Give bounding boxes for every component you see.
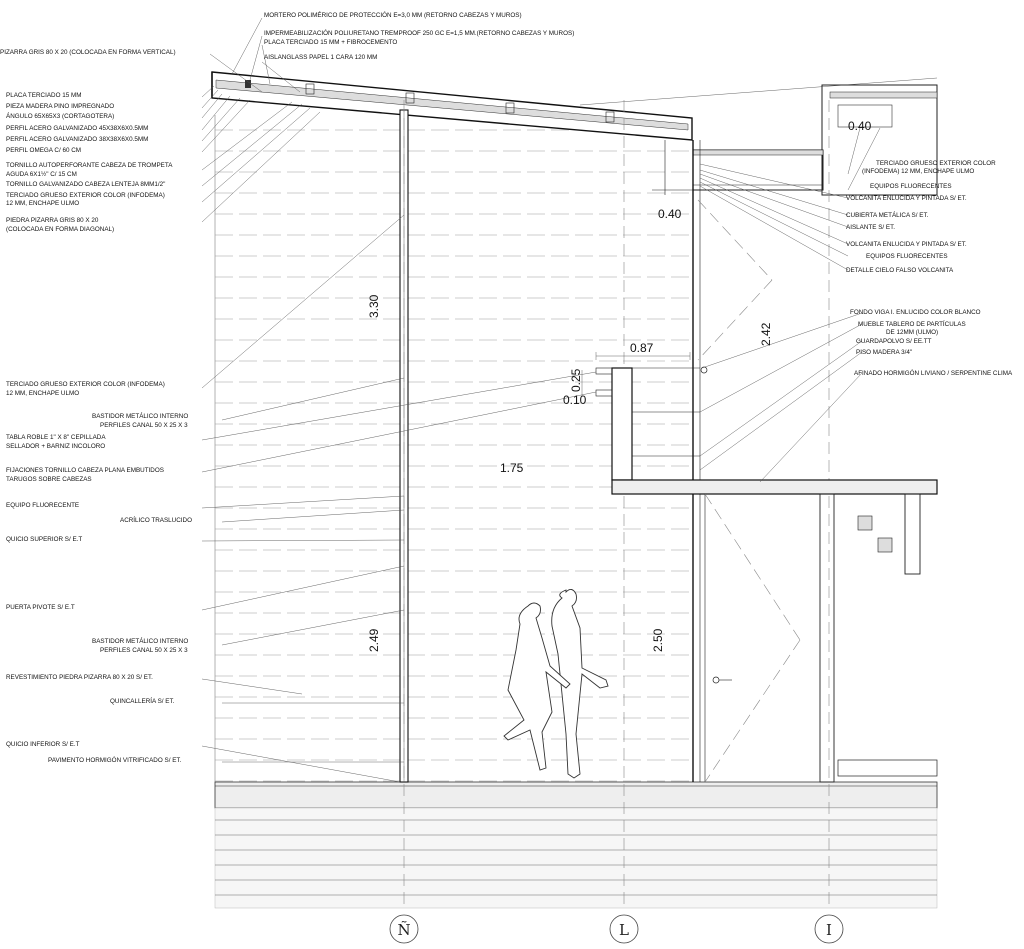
label-left-28: REVESTIMIENTO PIEDRA PIZARRA 80 X 20 S/ … bbox=[6, 674, 153, 681]
dimension-lines bbox=[581, 352, 691, 396]
label-top-1: IMPERMEABILIZACIÓN POLIURETANO TREMPROOF… bbox=[264, 28, 574, 37]
label-right-9: FONDO VIGA I. ENLUCIDO COLOR BLANCO bbox=[850, 309, 981, 316]
label-left-20: FIJACIONES TORNILLO CABEZA PLANA EMBUTID… bbox=[6, 467, 164, 474]
label-right-0: TERCIADO GRUESO EXTERIOR COLOR bbox=[876, 160, 996, 167]
label-right-3: VOLCANITA ENLUCIDA Y PINTADA S/ ET. bbox=[846, 195, 967, 202]
dim-1: 0.40 bbox=[658, 207, 682, 221]
label-left-11: 12 MM, ENCHAPE ULMO bbox=[6, 200, 79, 207]
axis-bubble-n bbox=[389, 914, 419, 944]
label-left-0: PIZARRA GRIS 80 X 20 (COLOCADA EN FORMA … bbox=[0, 49, 176, 56]
label-right-11: DE 12MM (ULMO) bbox=[886, 329, 938, 336]
axis-bubble-i bbox=[814, 914, 844, 944]
label-right-12: GUARDAPOLVO S/ EE.TT bbox=[856, 338, 932, 345]
dim-0: 0.40 bbox=[848, 119, 872, 133]
label-right-7: EQUIPOS FLUORECENTES bbox=[866, 253, 948, 260]
label-left-2: PIEZA MADERA PINO IMPREGNADO bbox=[6, 103, 114, 110]
label-left-3: ÁNGULO 65X65X3 (CORTAGOTERA) bbox=[6, 111, 114, 120]
label-left-25: PUERTA PIVOTE S/ E.T bbox=[6, 604, 75, 611]
label-right-10: MUEBLE TABLERO DE PARTÍCULAS bbox=[858, 319, 966, 328]
label-right-2: EQUIPOS FLUORECENTES bbox=[870, 183, 952, 190]
label-left-16: BASTIDOR METÁLICO INTERNO bbox=[92, 411, 188, 420]
dim-9: 2.50 bbox=[651, 628, 665, 652]
label-left-15: 12 MM, ENCHAPE ULMO bbox=[6, 390, 79, 397]
leader-lines bbox=[201, 17, 881, 783]
label-left-29: QUINCALLERÍA S/ ET. bbox=[110, 696, 175, 705]
right-labels: TERCIADO GRUESO EXTERIOR COLOR (INFODEMA… bbox=[846, 160, 1013, 377]
label-right-4: CUBIERTA METÁLICA S/ ET. bbox=[846, 210, 929, 219]
label-left-23: ACRÍLICO TRASLUCIDO bbox=[120, 515, 192, 524]
label-right-8: DETALLE CIELO FALSO VOLCANITA bbox=[846, 267, 954, 274]
dim-8: 2.49 bbox=[367, 628, 381, 652]
label-left-14: TERCIADO GRUESO EXTERIOR COLOR (INFODEMA… bbox=[6, 381, 165, 388]
label-right-14: AFINADO HORMIGÓN LIVIANO / SERPENTINE CL… bbox=[854, 368, 1013, 377]
ground bbox=[214, 781, 938, 909]
dim-6: 0.10 bbox=[563, 393, 587, 407]
label-right-6: VOLCANITA ENLUCIDA Y PINTADA S/ ET. bbox=[846, 241, 967, 248]
label-left-4: PERFIL ACERO GALVANIZADO 45X38X6X0.5MM bbox=[6, 125, 148, 132]
label-left-5: PERFIL ACERO GALVANIZADO 38X38X6X0.5MM bbox=[6, 136, 148, 143]
label-left-1: PLACA TERCIADO 15 MM bbox=[6, 92, 81, 99]
axis-lines bbox=[403, 100, 830, 905]
label-left-22: EQUIPO FLUORECENTE bbox=[6, 502, 79, 509]
label-left-19: SELLADOR + BARNIZ INCOLORO bbox=[6, 443, 105, 450]
label-left-9: TORNILLO GALVANIZADO CABEZA LENTEJA 8MM1… bbox=[6, 181, 165, 188]
top-labels: MORTERO POLIMÉRICO DE PROTECCIÓN E=3,0 M… bbox=[264, 10, 574, 61]
label-left-6: PERFIL OMEGA C/ 60 CM bbox=[6, 147, 81, 154]
roof-slab bbox=[211, 71, 693, 141]
axis-label-l: L bbox=[619, 921, 629, 939]
label-top-2: PLACA TERCIADO 15 MM + FIBROCEMENTO bbox=[264, 39, 397, 46]
axis-bubble-l bbox=[609, 914, 639, 944]
human-figures bbox=[503, 589, 609, 779]
column-l bbox=[692, 140, 773, 782]
label-left-18: TABLA ROBLE 1" X 8" CEPILLADA bbox=[6, 434, 106, 441]
label-top-3: AISLANGLASS PAPEL 1 CARA 120 MM bbox=[264, 54, 377, 61]
dim-5: 0.25 bbox=[569, 368, 583, 392]
label-left-21: TARUGOS SOBRE CABEZAS bbox=[6, 476, 92, 483]
label-left-26: BASTIDOR METÁLICO INTERNO bbox=[92, 636, 188, 645]
label-right-5: AISLANTE S/ ET. bbox=[846, 224, 895, 231]
label-left-10: TERCIADO GRUESO EXTERIOR COLOR (INFODEMA… bbox=[6, 192, 165, 199]
label-left-17: PERFILES CANAL 50 X 25 X 3 bbox=[100, 422, 188, 429]
label-left-7: TORNILLO AUTOPERFORANTE CABEZA DE TROMPE… bbox=[6, 162, 173, 169]
label-left-30: QUICIO INFERIOR S/ E.T bbox=[6, 741, 80, 748]
mezzanine-furniture bbox=[595, 367, 938, 495]
label-right-13: PISO MADERA 3/4" bbox=[856, 349, 912, 356]
dim-2: 3.30 bbox=[367, 294, 381, 318]
label-top-0: MORTERO POLIMÉRICO DE PROTECCIÓN E=3,0 M… bbox=[264, 10, 522, 19]
label-left-13: (COLOCADA EN FORMA DIAGONAL) bbox=[6, 226, 114, 233]
label-left-24: QUICIO SUPERIOR S/ E.T bbox=[6, 536, 82, 543]
axis-label-i: I bbox=[826, 921, 832, 939]
label-right-1: (INFODEMA) 12 MM, ENCHAPE ULMO bbox=[862, 168, 974, 175]
axis-label-n: Ñ bbox=[397, 921, 410, 939]
dim-3: 2.42 bbox=[759, 322, 773, 346]
label-left-8: AGUDA 6X1½" C/ 15 CM bbox=[6, 170, 77, 178]
label-left-12: PIEDRA PIZARRA GRIS 80 X 20 bbox=[6, 217, 99, 224]
label-left-31: PAVIMENTO HORMIGÓN VITRIFICADO S/ ET. bbox=[48, 755, 182, 764]
right-lower-frames bbox=[700, 366, 938, 783]
dim-7: 1.75 bbox=[500, 461, 524, 475]
dimension-texts: 0.40 0.40 3.30 2.42 0.87 0.25 0.10 1.75 … bbox=[367, 119, 872, 652]
axis-markers: Ñ L I bbox=[389, 914, 844, 944]
left-labels: PIZARRA GRIS 80 X 20 (COLOCADA EN FORMA … bbox=[0, 49, 192, 764]
label-left-27: PERFILES CANAL 50 X 25 X 3 bbox=[100, 647, 188, 654]
dim-4: 0.87 bbox=[630, 341, 654, 355]
